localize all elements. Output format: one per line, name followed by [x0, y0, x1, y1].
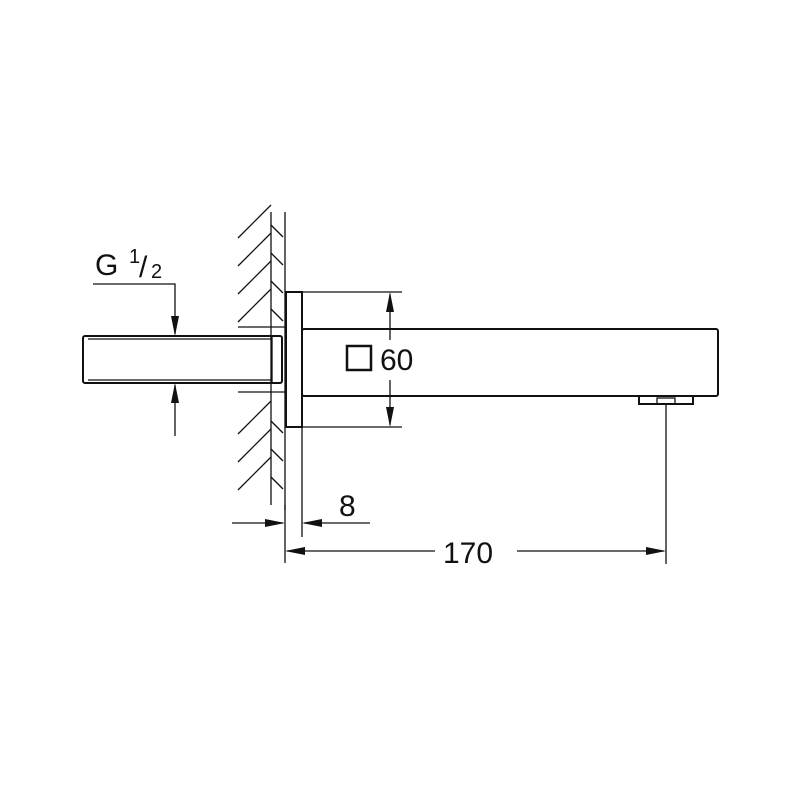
projection-dimension: 170 [284, 405, 667, 570]
thread-label-numerator: 1 [129, 246, 140, 268]
thread-dimension: G 1 / 2 [93, 246, 179, 436]
arrow-right-icon [646, 547, 666, 555]
arrow-left-icon [302, 519, 322, 527]
arrow-up-icon [171, 383, 179, 403]
thread-label-denominator: 2 [151, 261, 162, 283]
arrow-left-icon [285, 547, 305, 555]
aerator-outlet [656, 397, 676, 405]
hatch-line [237, 204, 272, 239]
square-dim-label: 60 [380, 344, 413, 377]
hatch-line [237, 288, 272, 323]
hatch-line [270, 420, 284, 434]
plate-thickness-dimension: 8 [232, 427, 370, 537]
hatch-line [237, 260, 272, 295]
hatch-line [237, 428, 272, 463]
aerator [638, 396, 694, 405]
hatch-line [270, 280, 284, 294]
hatch-line [237, 232, 272, 267]
square-section-icon [345, 344, 373, 372]
hatch-line [270, 476, 284, 490]
wall-plate [285, 291, 303, 428]
plate-thickness-label: 8 [339, 490, 356, 523]
arrow-right-icon [265, 519, 285, 527]
pipe-body [82, 335, 283, 384]
threaded-pipe [82, 326, 285, 393]
hatch-line [237, 456, 272, 491]
hatch-line [270, 252, 284, 266]
wall-hatching [237, 204, 284, 491]
hatch-line [270, 448, 284, 462]
projection-label: 170 [443, 537, 493, 570]
spout-body [301, 328, 719, 397]
arrow-down-icon [171, 316, 179, 336]
thread-label-slash: / [139, 251, 148, 284]
thread-leader-line [93, 283, 176, 334]
arrow-up-icon [386, 292, 394, 312]
label-background [378, 340, 428, 376]
wall [237, 204, 286, 510]
aerator-housing [638, 396, 694, 405]
square-dimension: 60 [302, 291, 428, 428]
arrow-down-icon [386, 407, 394, 427]
thread-label-g: G [95, 249, 118, 282]
hatch-line [237, 400, 272, 435]
hatch-line [270, 308, 284, 322]
hatch-line [270, 224, 284, 238]
